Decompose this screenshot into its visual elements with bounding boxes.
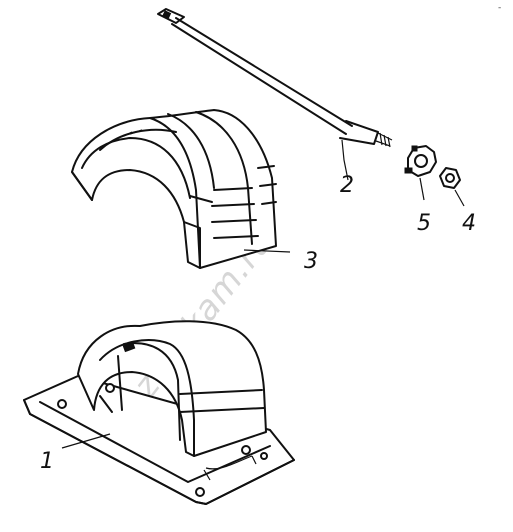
tie-rod-strap bbox=[157, 8, 393, 181]
callout-part-1: 1 bbox=[40, 449, 54, 474]
base-plate-with-lower-clamp bbox=[23, 320, 295, 505]
callout-part-5: 5 bbox=[417, 211, 431, 236]
callout-part-4: 4 bbox=[462, 211, 476, 236]
nut bbox=[439, 167, 465, 207]
lock-washer bbox=[404, 145, 437, 201]
callout-part-2: 2 bbox=[340, 173, 354, 198]
upper-clamp-half bbox=[71, 109, 291, 269]
corner-mark: - bbox=[498, 3, 501, 13]
callout-part-3: 3 bbox=[304, 249, 318, 274]
